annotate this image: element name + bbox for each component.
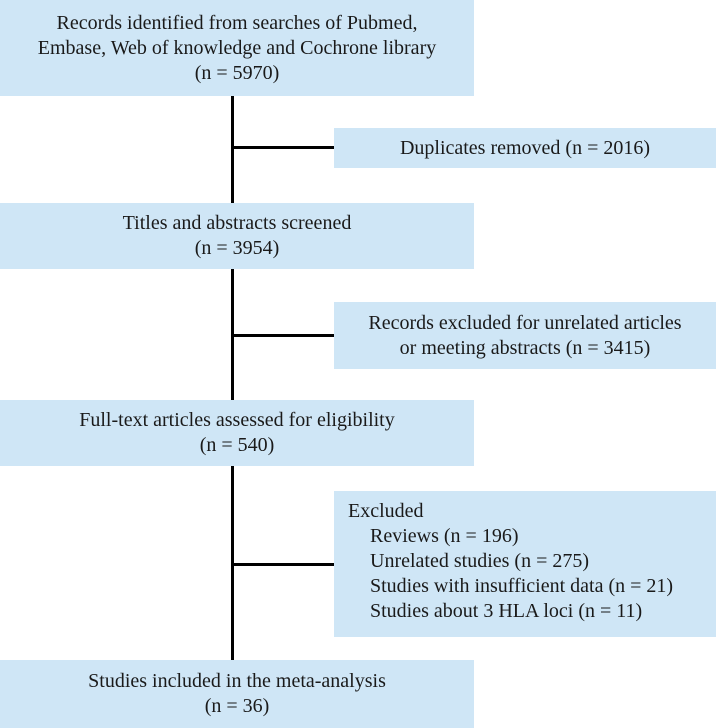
records-identified-line1: Records identified from searches of Pubm… [56, 11, 418, 34]
records-identified-count: (n = 5970) [194, 61, 280, 84]
titles-abstracts-screened-box: Titles and abstracts screened (n = 3954) [0, 203, 474, 269]
fulltext-label: Full-text articles assessed for eligibil… [79, 409, 395, 431]
excluded-item-reviews: Reviews (n = 196) [370, 525, 519, 547]
excluded-branch-connector [231, 563, 334, 566]
studies-included-box: Studies included in the meta-analysis (n… [0, 660, 474, 728]
duplicates-removed-text: Duplicates removed (n = 2016) [399, 136, 651, 159]
excluded-item-insufficient-data: Studies with insufficient data (n = 21) [370, 575, 674, 597]
duplicates-removed-box: Duplicates removed (n = 2016) [334, 128, 716, 168]
records-excluded-box: Records excluded for unrelated articles … [334, 302, 716, 369]
excluded-studies-box: Excluded Reviews (n = 196) Unrelated stu… [334, 491, 716, 637]
screened-label: Titles and abstracts screened [122, 212, 352, 234]
excluded-item-unrelated: Unrelated studies (n = 275) [370, 550, 590, 572]
excluded-item-hla-loci: Studies about 3 HLA loci (n = 11) [370, 600, 643, 622]
records-identified-line2: Embase, Web of knowledge and Cochrone li… [37, 36, 437, 59]
duplicates-branch-connector [231, 146, 334, 149]
excluded-title: Excluded [348, 500, 424, 522]
unrelated-branch-connector [231, 334, 334, 337]
screened-count: (n = 3954) [194, 237, 280, 259]
included-count: (n = 36) [204, 695, 270, 717]
records-excluded-line1: Records excluded for unrelated articles [368, 311, 682, 334]
main-flow-connector [231, 96, 234, 660]
included-label: Studies included in the meta-analysis [88, 670, 386, 692]
records-identified-box: Records identified from searches of Pubm… [0, 0, 474, 96]
fulltext-count: (n = 540) [199, 434, 275, 456]
records-excluded-line2: or meeting abstracts (n = 3415) [399, 336, 651, 359]
fulltext-assessed-box: Full-text articles assessed for eligibil… [0, 400, 474, 466]
